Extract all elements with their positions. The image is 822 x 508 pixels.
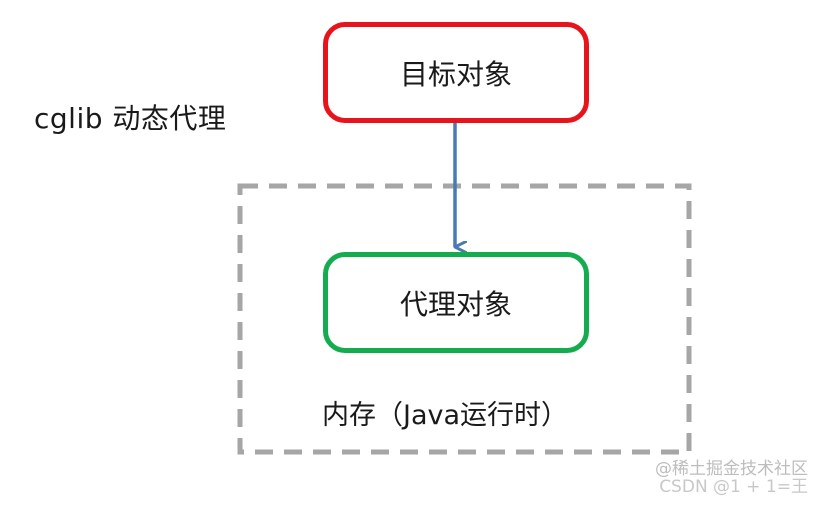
memory-region-border [237,183,692,455]
target-object-label: 目标对象 [399,57,512,91]
watermark-line-1: @稀土掘金技术社区 [655,459,808,479]
target-object-box: 目标对象 [323,22,589,123]
watermark: @稀土掘金技术社区 CSDN @1 + 1=王 [655,460,808,496]
watermark-line-2: CSDN @1 + 1=王 [659,477,808,497]
memory-region-label: 内存（Java运行时） [322,400,569,431]
proxy-object-box: 代理对象 [323,252,589,353]
diagram-title: cglib 动态代理 [34,102,227,135]
proxy-object-label: 代理对象 [399,287,512,321]
